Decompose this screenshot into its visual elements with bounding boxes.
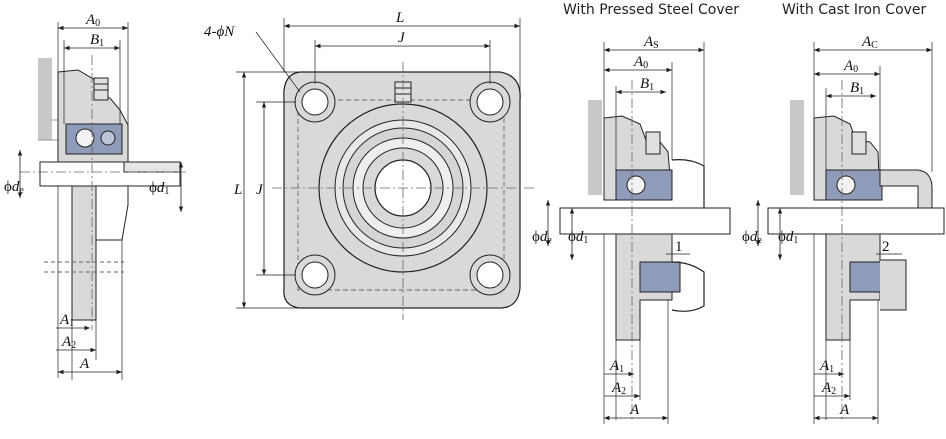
mounting-wall [38, 58, 52, 140]
dim-A1-ps: A1 [609, 358, 624, 375]
dim-A1-left: A1 [59, 312, 74, 329]
front-view: L J 4-ϕN L J [204, 10, 534, 320]
dim-A2-left: A2 [61, 334, 76, 351]
dim-B1-left: B1 [90, 32, 104, 49]
dim-AC: AC [861, 34, 878, 51]
caption-pressed-steel: With Pressed Steel Cover [563, 2, 739, 18]
dim-A-ps: A [629, 402, 640, 418]
caption-cast-iron: With Cast Iron Cover [782, 2, 927, 18]
callout-2: 2 [882, 239, 890, 255]
bearing-insert-ps [615, 169, 673, 201]
side-view-basic: A0 B1 ϕde ϕd1 A1 A2 A [4, 12, 186, 380]
dim-d1-left: ϕd1 [149, 180, 169, 197]
dim-A0-left: A0 [85, 12, 100, 29]
dim-J-side: J [256, 182, 264, 198]
hidden-outline [297, 99, 505, 291]
bolt-hole-br [476, 261, 504, 289]
dim-d1-ci: ϕd1 [778, 229, 798, 246]
ball [75, 128, 95, 148]
dim-de-ps: ϕde [532, 229, 552, 246]
bolt-hole-tr [476, 88, 504, 116]
dim-L-top: L [395, 10, 404, 26]
dim-A1-ci: A1 [819, 358, 834, 375]
bolt-hole-tl [301, 88, 329, 116]
pressed-steel-cover-view: AS A0 B1 ϕde ϕd1 1 A1 A2 A [532, 34, 731, 424]
dim-B1-ci: B1 [850, 80, 864, 97]
dim-4-phi-N: 4-ϕN [204, 24, 235, 40]
dim-A2-ps: A2 [611, 380, 626, 397]
cast-iron-cover-view: AC A0 B1 ϕde ϕd1 2 A1 A2 A [742, 34, 945, 424]
dim-de-ci: ϕde [742, 229, 762, 246]
dim-A2-ci: A2 [821, 380, 836, 397]
dim-AS: AS [643, 34, 659, 51]
dim-de-left: ϕde [4, 179, 24, 196]
grease-nipple [93, 77, 109, 101]
dim-A-left: A [79, 356, 90, 372]
bolt-hole-bl [301, 261, 329, 289]
dim-A0-ps: A0 [633, 54, 648, 71]
callout-1: 1 [675, 239, 683, 255]
dim-A0-ci: A0 [843, 58, 858, 75]
dim-d1-ps: ϕd1 [568, 229, 588, 246]
dim-J-top: J [398, 30, 406, 46]
dim-B1-ps: B1 [640, 76, 654, 93]
cast-iron-cover [879, 169, 933, 211]
dim-L-side: L [233, 182, 242, 198]
dim-A-ci: A [839, 402, 850, 418]
